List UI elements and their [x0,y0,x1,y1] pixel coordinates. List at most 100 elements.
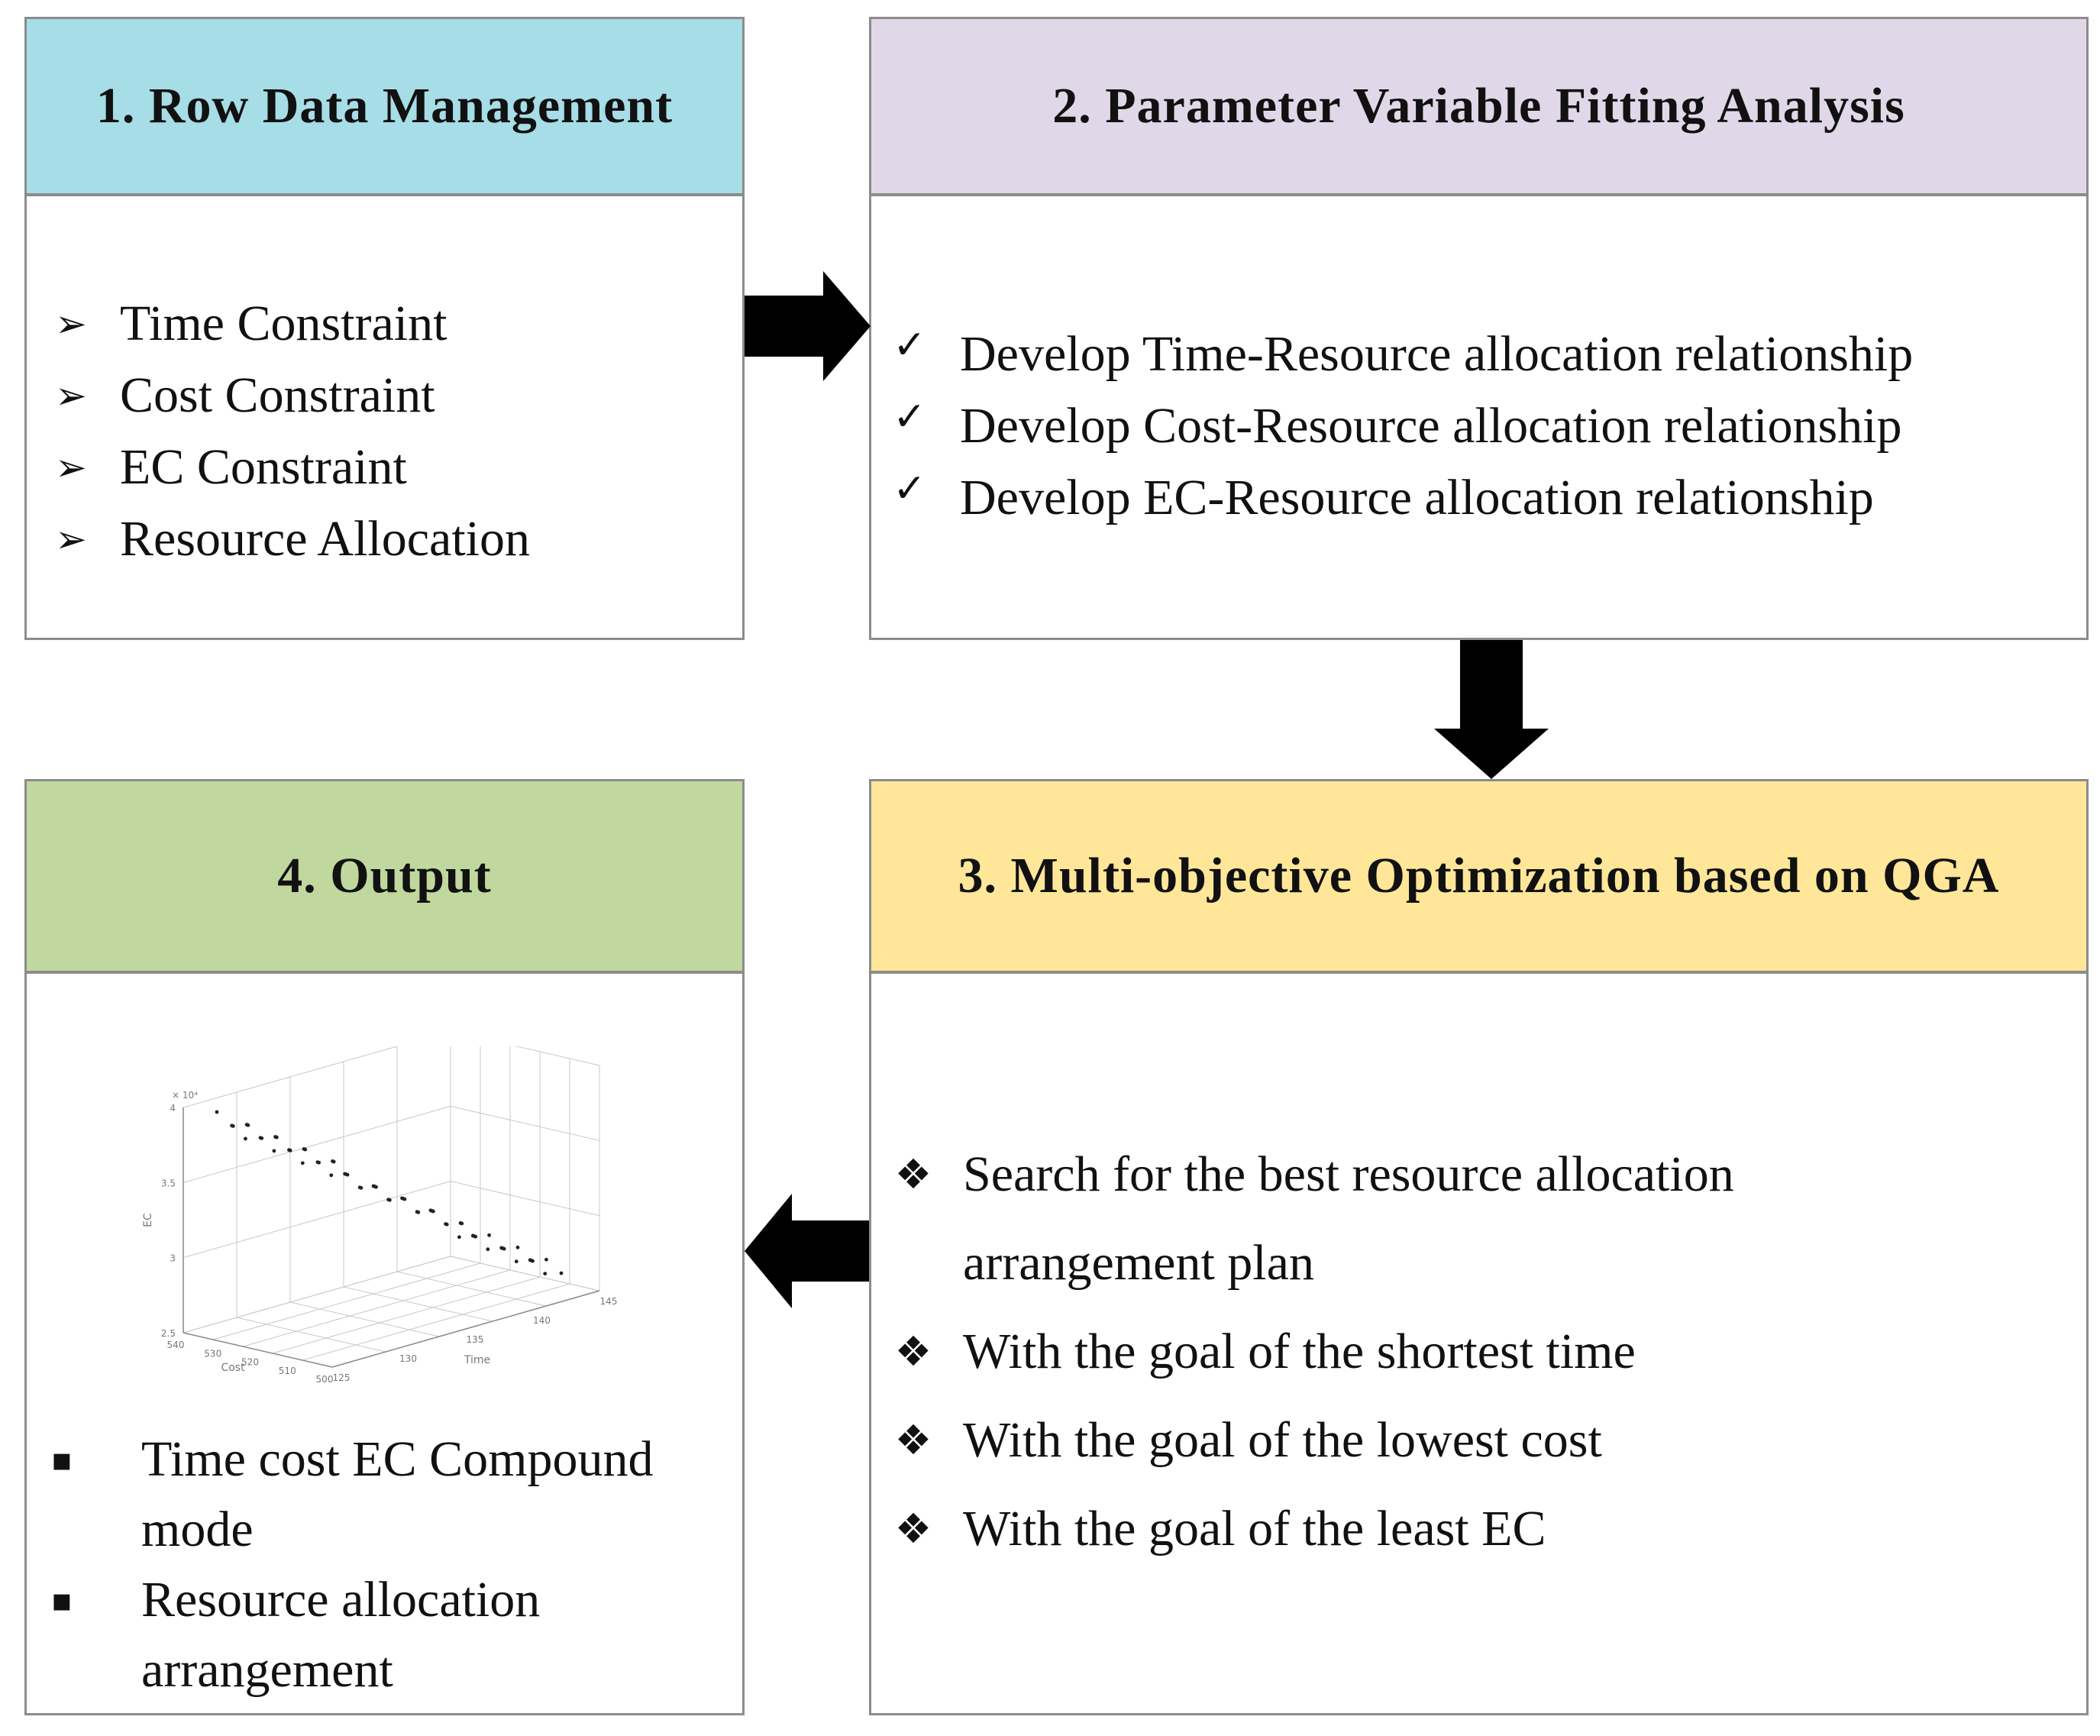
scatter-point [329,1173,334,1178]
list-item: ➢ Cost Constraint [48,360,530,432]
floor-grid-line [272,1276,541,1354]
floor-grid-line [242,1269,511,1347]
z-tick-label: 3 [170,1253,176,1264]
arrow-bullet-icon: ➢ [55,445,87,490]
x-tick-label: 145 [600,1296,618,1307]
floor-grid-line [236,1317,386,1353]
wall-grid-line [183,1105,451,1183]
z-axis-label: EC [142,1213,154,1227]
wall-grid-line [450,1030,600,1066]
scatter-point [300,1161,305,1165]
list-item: ❖With the goal of the lowest cost [890,1396,1734,1485]
box1-item-list: ➢Time Constraint➢Cost Constraint➢EC Cons… [48,288,530,575]
wall-grid-line [450,1256,600,1291]
diamond-bullet-icon: ❖ [894,1505,932,1553]
scatter-point [559,1271,564,1275]
check-icon: ✓ [893,322,926,368]
floor-grid-line [343,1286,493,1322]
y-tick-label: 500 [316,1374,334,1382]
item-text: Develop Cost-Resource allocation relatio… [960,398,1902,454]
scatter-point [515,1245,520,1249]
box2-item-list: ✓Develop Time-Resource allocation relati… [888,318,1913,534]
wall-grid-line [450,1181,600,1217]
floor-grid-line [396,1271,547,1307]
scatter-point [400,1196,404,1201]
box-row-data-management: 1. Row Data Management ➢Time Constraint➢… [24,17,745,640]
x-tick-label: 130 [399,1353,417,1364]
item-text: Search for the best resource allocation [963,1146,1734,1202]
scatter-point [315,1160,320,1165]
list-item: ❖With the goal of the shortest time [890,1308,1734,1396]
scatter-point [458,1220,463,1225]
box4-title: 4. Output [277,848,492,904]
plot-3d-svg: 43.532.5× 10⁴EC540530520510500Cost125130… [142,1030,618,1385]
box2-title: 2. Parameter Variable Fitting Analysis [1052,78,1905,134]
z-tick-label: 4 [170,1103,176,1114]
scatter-point [244,1123,249,1127]
y-tick-label: 520 [241,1357,259,1368]
wall-grid-line [450,1105,600,1141]
list-item: ❖With the goal of the least EC [890,1485,1734,1573]
scatter-point [343,1172,347,1176]
item-text: Resource allocation [141,1572,541,1628]
scatter-point [244,1136,247,1141]
scatter-point [215,1110,219,1114]
box3-header: 3. Multi-objective Optimization based on… [871,781,2086,974]
scatter-point [457,1235,461,1240]
scatter-point [543,1272,548,1276]
item-text: Time cost EC Compound [141,1431,654,1487]
z-tick-label: 3.5 [161,1178,176,1188]
scatter-point [272,1149,276,1153]
scatter-point [273,1135,277,1139]
x-tick-label: 125 [333,1372,351,1382]
x-tick-label: 140 [533,1315,551,1326]
item-text: Time Constraint [120,296,447,351]
item-text-cont: mode [141,1502,254,1557]
box-qga-optimization: 3. Multi-objective Optimization based on… [869,779,2089,1715]
arrow-bullet-icon: ➢ [55,373,87,418]
box3-title: 3. Multi-objective Optimization based on… [958,848,2000,904]
wall-grid-line [183,1181,451,1259]
item-text: Resource Allocation [120,511,531,567]
y-tick-label: 530 [204,1348,221,1359]
list-item: ✓Develop EC-Resource allocation relation… [888,462,1913,534]
list-item: ✓ Develop Cost-Resource allocation relati… [888,390,1913,462]
box1-header: 1. Row Data Management [27,19,742,196]
wall-grid-line [183,1030,451,1108]
y-tick-label: 510 [279,1366,296,1376]
scatter-point [514,1259,519,1264]
box1-title: 1. Row Data Management [95,78,674,134]
item-text: With the goal of the lowest cost [963,1412,1602,1468]
floor-grid-line [302,1283,570,1361]
z-exponent-label: × 10⁴ [172,1090,198,1101]
item-text-cont: arrangement plan [963,1235,1314,1291]
item-text-cont: arrangement [141,1642,393,1698]
scatter-point [371,1184,376,1188]
scatter-point [357,1185,362,1190]
scatter-point [487,1233,491,1237]
x-tick-label: 135 [467,1334,484,1345]
box4-header: 4. Output [27,781,742,974]
list-item: ✓Develop Time-Resource allocation relati… [888,318,1913,390]
scatter-point [258,1136,263,1140]
item-text: EC Constraint [120,439,407,495]
scatter-point [230,1123,234,1128]
x-axis-label: Time [464,1354,490,1366]
check-icon: ✓ [893,394,926,440]
scatter-point [486,1247,490,1252]
box3-item-list: ❖ Search for the best resource allocation… [890,1130,1734,1573]
arrow-bullet-icon: ➢ [55,517,87,561]
box-parameter-fitting: 2. Parameter Variable Fitting Analysis ✓… [869,17,2089,640]
scatter-point [444,1222,447,1226]
scatter-point [386,1198,391,1202]
scatter-point [499,1246,504,1250]
diamond-bullet-icon: ❖ [894,1327,932,1376]
scatter-point [470,1233,475,1238]
item-text: Cost Constraint [120,367,435,423]
list-item: ➢Time Constraint [48,288,530,360]
scatter-point [415,1210,419,1214]
floor-grid-line [212,1262,481,1340]
